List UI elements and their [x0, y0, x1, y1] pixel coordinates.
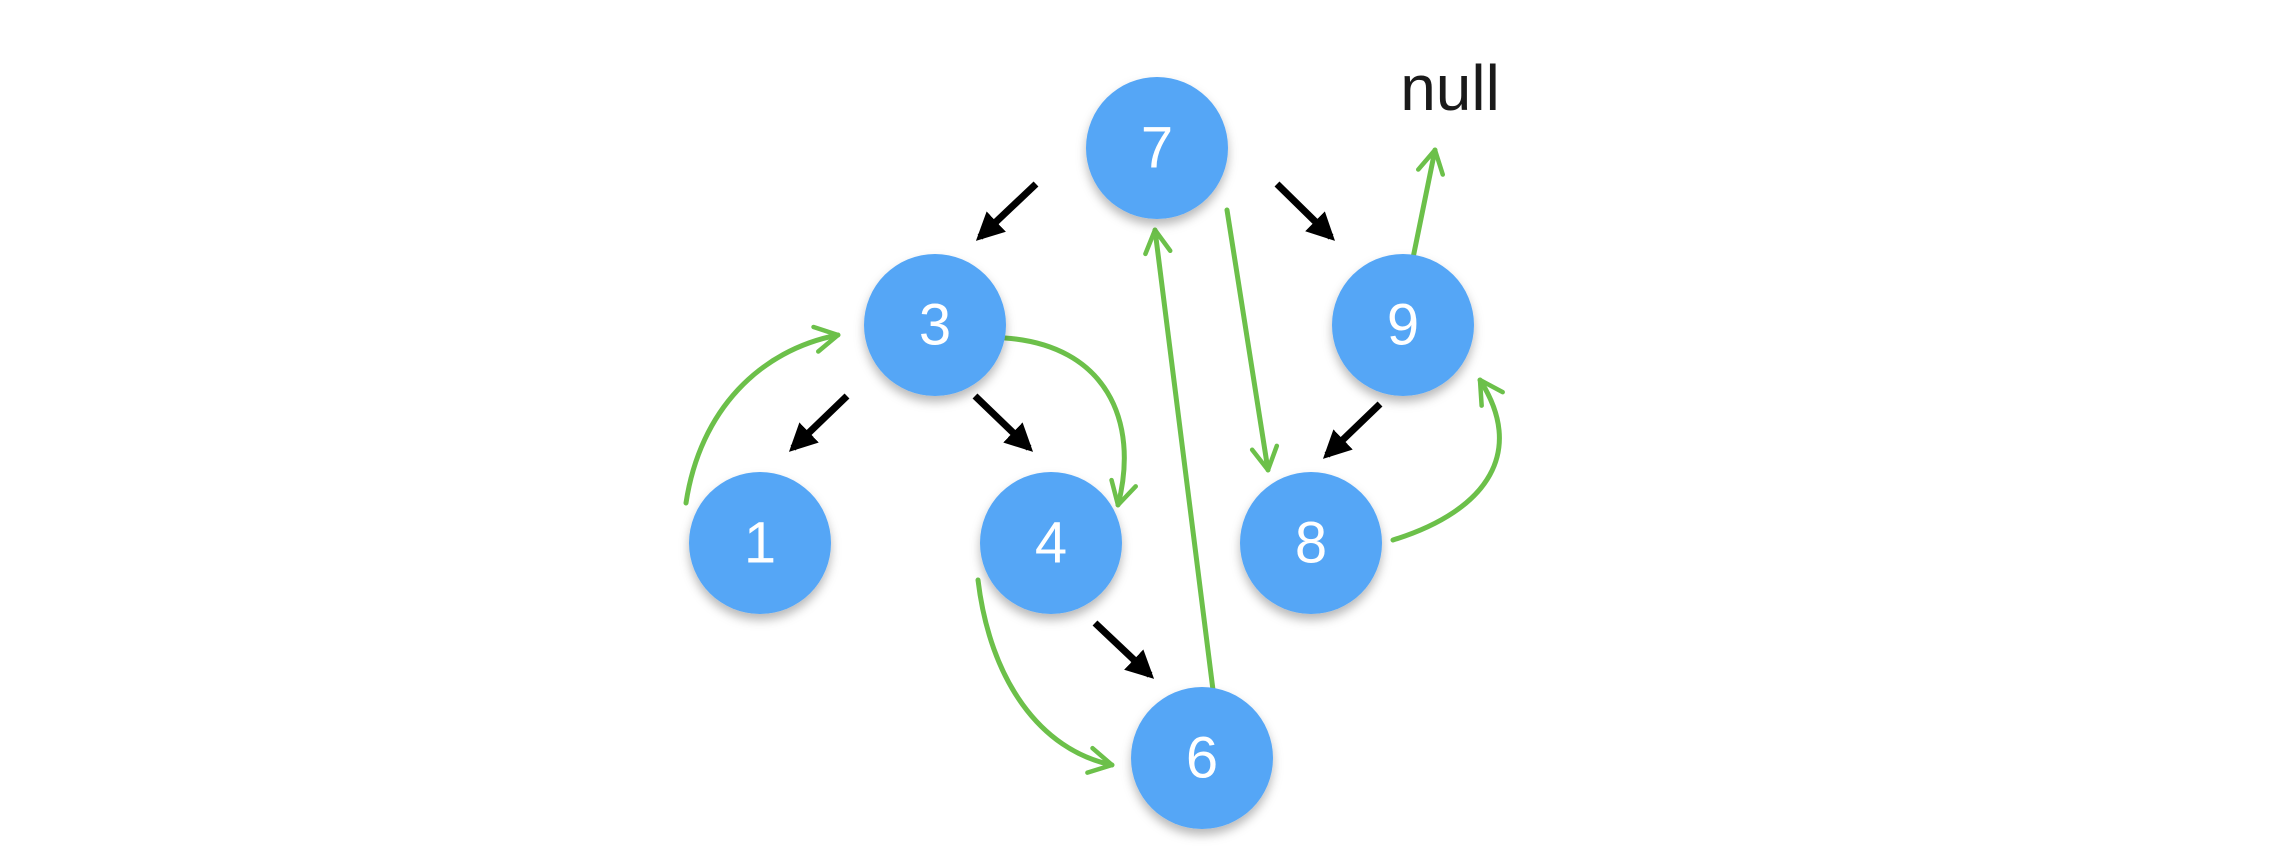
tree-edge-7-3 — [975, 181, 1039, 241]
traversal-edge-6-7 — [1143, 227, 1216, 693]
traversal-edge-3-4 — [1002, 335, 1138, 508]
node-label: 3 — [919, 293, 951, 358]
node-label: 4 — [1035, 511, 1067, 576]
node-label: 8 — [1295, 511, 1327, 576]
traversal-edge-8-9 — [1390, 377, 1505, 543]
tree-edge-4-6 — [1092, 620, 1155, 679]
node-label: 9 — [1387, 293, 1419, 358]
tree-nodes: 7 3 9 1 4 8 6 — [689, 77, 1474, 829]
tree-node-6: 6 — [1131, 687, 1273, 829]
tree-edges — [788, 181, 1383, 679]
tree-node-4: 4 — [980, 472, 1122, 614]
tree-node-9: 9 — [1332, 254, 1474, 396]
tree-edge-7-9 — [1274, 181, 1335, 241]
tree-edge-3-4 — [972, 393, 1034, 452]
tree-edge-3-1 — [788, 393, 850, 452]
null-label: null — [1400, 52, 1500, 124]
tree-node-8: 8 — [1240, 472, 1382, 614]
traversal-edge-7-8 — [1224, 207, 1280, 473]
traversal-edge-1-3 — [683, 324, 841, 506]
node-label: 6 — [1186, 726, 1218, 791]
node-label: 1 — [744, 511, 776, 576]
traversal-edge-9-null — [1410, 147, 1446, 261]
tree-edge-9-8 — [1322, 401, 1383, 459]
traversal-edges — [683, 147, 1505, 775]
tree-node-1: 1 — [689, 472, 831, 614]
node-label: 7 — [1141, 116, 1173, 181]
traversal-edge-4-6 — [975, 577, 1115, 775]
tree-node-3: 3 — [864, 254, 1006, 396]
tree-node-7: 7 — [1086, 77, 1228, 219]
